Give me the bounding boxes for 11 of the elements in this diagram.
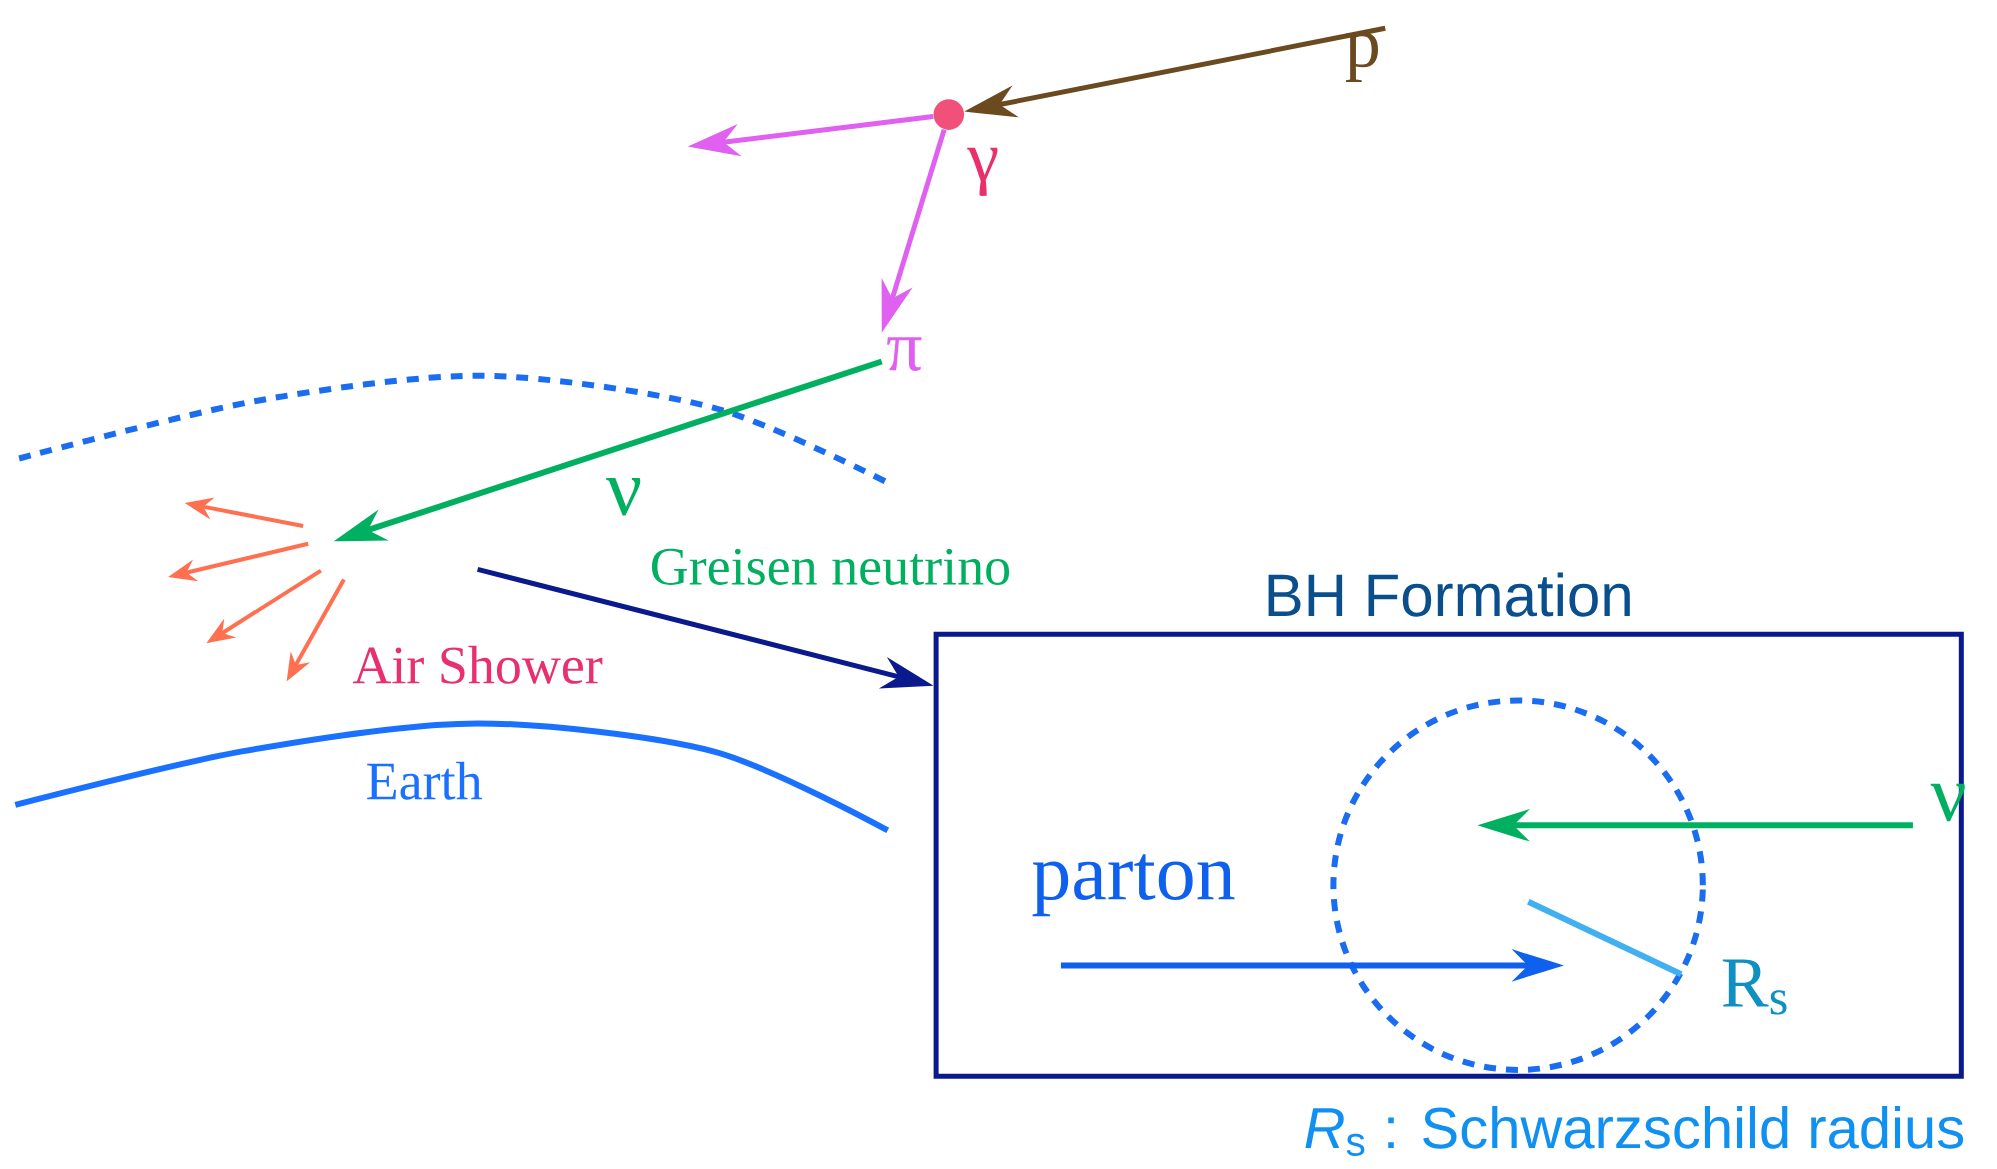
text-label: Earth (367, 761, 482, 800)
text-label: Air Shower (352, 645, 603, 684)
particle-symbol: γ (967, 147, 998, 197)
particle-symbol: π (887, 337, 922, 371)
radius-symbol: R$_{s}$ (1722, 959, 1787, 1015)
text-label: parton (1032, 854, 1235, 917)
edge-label: ν (604, 475, 645, 518)
particle-dot (933, 99, 965, 130)
caption: R$_{s}$ : Schwarzschild radius (1305, 1106, 1964, 1156)
text-label: Greisen neutrino (651, 548, 1010, 585)
node-label: BH Formation (1268, 572, 1630, 617)
